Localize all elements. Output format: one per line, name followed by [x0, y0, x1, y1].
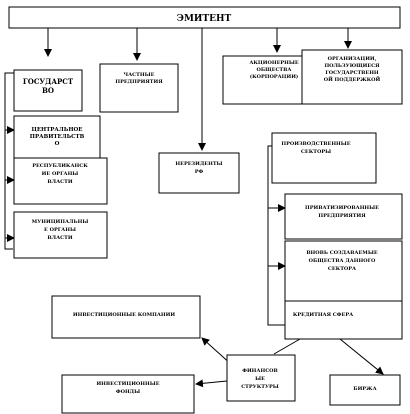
label-line: ОБЩЕСТВА ДАННОГО	[309, 258, 376, 264]
state-branch-line	[4, 72, 14, 250]
node-new-companies: ВНОВЬ СОЗДАВАЕМЫЕ ОБЩЕСТВА ДАННОГО СЕКТОРА	[284, 240, 403, 302]
label: ИНВЕСТИЦИОННЫЕ КОМПАНИИ	[73, 312, 176, 318]
node-emitter: ЭМИТЕНТ	[8, 6, 401, 29]
label-line: ПРЕДПРИЯТИЯ	[318, 213, 366, 219]
node-credit-sphere: КРЕДИТНАЯ СФЕРА	[284, 300, 403, 340]
label-line: ПРАВИТЕЛЬСТВ	[30, 134, 85, 140]
label: КРЕДИТНАЯ СФЕРА	[293, 312, 354, 318]
label-line: КРЕДИТНАЯ СФЕРА	[293, 312, 354, 318]
label-line: БИРЖА	[353, 386, 377, 392]
arrow-to-investment-funds	[195, 379, 228, 388]
label-line: ФИНАНСОВ	[242, 368, 278, 374]
label-line: ИНВЕСТИЦИОННЫЕ КОМПАНИИ	[73, 312, 176, 318]
label-line: ПРОИЗВОДСТВЕННЫЕ	[281, 141, 350, 147]
label: ВНОВЬ СОЗДАВАЕМЫЕ ОБЩЕСТВА ДАННОГО СЕКТОРА	[306, 250, 378, 272]
node-nonresidents: НЕРЕЗИДЕНТЫ РФ	[158, 152, 240, 194]
label-line: ПРИВАТИЗИРОВАННЫЕ	[305, 205, 379, 211]
label-line: ЦЕНТРАЛЬНОЕ	[32, 127, 83, 133]
label: ПРИВАТИЗИРОВАННЫЕ ПРЕДПРИЯТИЯ	[305, 205, 379, 219]
credit-to-financial-line	[273, 338, 301, 355]
node-privatized: ПРИВАТИЗИРОВАННЫЕ ПРЕДПРИЯТИЯ	[284, 193, 403, 240]
label-line: ИНВЕСТИЦИОННЫЕ	[96, 381, 159, 387]
label-line: О	[55, 141, 60, 147]
label: ПРОИЗВОДСТВЕННЫЕ СЕКТОРЫ	[281, 141, 350, 155]
label-line: ОБЩЕСТВА	[257, 67, 293, 73]
label: НЕРЕЗИДЕНТЫ РФ	[175, 161, 222, 175]
node-financial-structures: ФИНАНСОВ ЫЕ СТРУКТУРЫ	[226, 354, 296, 402]
label-line: (КОРПОРАЦИИ)	[250, 73, 299, 80]
label-line: ПРЕДПРИЯТИЯ	[115, 79, 163, 85]
node-exchange: БИРЖА	[329, 374, 401, 406]
label: ИНВЕСТИЦИОННЫЕ ФОНДЫ	[96, 381, 159, 395]
label-line: СЕКТОРА	[328, 266, 357, 272]
node-municipal-bodies: МУНИЦИПАЛЬНЫ Е ОРГАНЫ ВЛАСТИ	[13, 211, 108, 259]
arrow-to-exchange	[339, 338, 384, 375]
label-line: ВО	[42, 86, 54, 95]
label-line: РФ	[195, 169, 204, 175]
label-line: СТРУКТУРЫ	[241, 384, 279, 390]
node-investment-funds: ИНВЕСТИЦИОННЫЕ ФОНДЫ	[61, 374, 195, 414]
label-line: ИЕ ОРГАНЫ	[42, 171, 79, 177]
label-line: ОРГАНИЗАЦИИ,	[328, 56, 377, 62]
label: БИРЖА	[353, 386, 377, 392]
label-line: ГОСУДАРСТ	[23, 77, 74, 86]
label-line: ПОЛЬЗУЮЩИЕСЯ	[324, 63, 380, 69]
label-line: ЫЕ	[255, 376, 265, 382]
label-line: СЕКТОРЫ	[301, 149, 331, 155]
label-line: Е ОРГАНЫ	[44, 227, 76, 233]
label-line: РЕСПУБЛИКАНСК	[32, 163, 88, 169]
label-line: ОЙ ПОДДЕРЖКОЙ	[324, 75, 381, 83]
node-investment-companies: ИНВЕСТИЦИОННЫЕ КОМПАНИИ	[51, 295, 201, 339]
node-republic-bodies: РЕСПУБЛИКАНСК ИЕ ОРГАНЫ ВЛАСТИ	[13, 157, 108, 205]
label-line: ГОСУДАРСТВЕНН	[325, 70, 379, 76]
connectors	[4, 28, 384, 388]
label: МУНИЦИПАЛЬНЫ Е ОРГАНЫ ВЛАСТИ	[32, 219, 89, 241]
label-line: АКЦИОНЕРНЫЕ	[249, 60, 299, 66]
node-production-sectors: ПРОИЗВОДСТВЕННЫЕ СЕКТОРЫ	[271, 132, 377, 184]
label: ФИНАНСОВ ЫЕ СТРУКТУРЫ	[241, 368, 279, 390]
label-line: ЧАСТНЫЕ	[124, 72, 155, 78]
label-line: ВЛАСТИ	[47, 235, 72, 241]
label-line: ВНОВЬ СОЗДАВАЕМЫЕ	[306, 250, 378, 256]
label-line: ВЛАСТИ	[47, 179, 72, 185]
label-line: МУНИЦИПАЛЬНЫ	[32, 219, 89, 225]
label: ЭМИТЕНТ	[177, 14, 232, 24]
label-line: ФОНДЫ	[116, 389, 140, 395]
label-line: НЕРЕЗИДЕНТЫ	[175, 161, 222, 167]
label: РЕСПУБЛИКАНСК ИЕ ОРГАНЫ ВЛАСТИ	[32, 163, 88, 185]
sector-branch-line	[267, 145, 285, 326]
